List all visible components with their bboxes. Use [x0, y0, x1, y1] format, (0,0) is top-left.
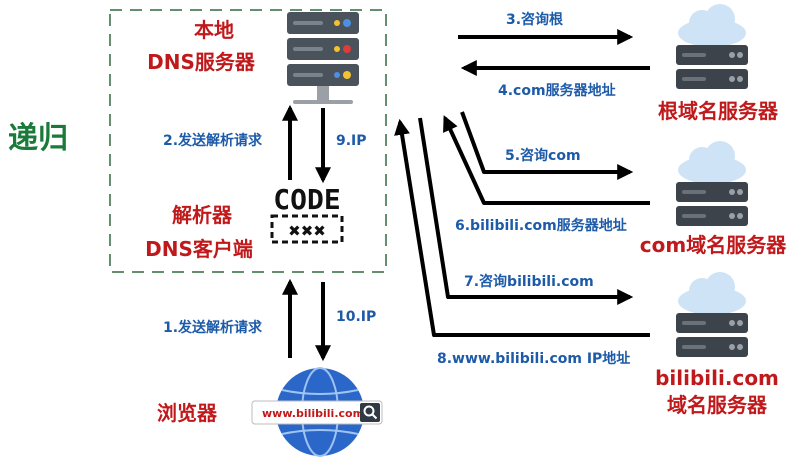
root-server-label: 根域名服务器 [658, 99, 778, 123]
step-3-label: 3.咨询根 [506, 12, 564, 28]
search-icon[interactable] [360, 403, 380, 422]
arrow-step7 [418, 117, 634, 305]
arrow-step8 [394, 118, 650, 337]
step-5-label: 5.咨询com [505, 148, 581, 164]
code-label: CODE [273, 183, 340, 216]
step-6-label: 6.bilibili.com服务器地址 [455, 218, 627, 234]
bili-cloud-icon [678, 272, 746, 315]
resolver-label-line1: 解析器 [172, 203, 232, 227]
browser-label: 浏览器 [157, 401, 217, 425]
step-7-label: 7.咨询bilibili.com [464, 274, 594, 290]
step-9-label: 9.IP [336, 133, 367, 149]
url-text: www.bilibili.com [262, 407, 364, 420]
url-search-bar[interactable] [251, 400, 383, 425]
root-server-icon [676, 45, 748, 89]
step-8-label: 8.www.bilibili.com IP地址 [437, 351, 631, 367]
recursion-boundary-box [109, 9, 387, 273]
com-cloud-icon [678, 141, 746, 184]
code-block-icon: CODE ✖✖✖ [270, 183, 344, 244]
arrow-step5 [460, 111, 634, 180]
code-mask: ✖✖✖ [288, 222, 326, 240]
bili-server-icon [676, 313, 748, 357]
step-2-label: 2.发送解析请求 [163, 133, 263, 149]
recursive-title: 递归 [8, 121, 68, 156]
root-cloud-icon [678, 4, 746, 47]
local-dns-server-icon [287, 12, 359, 104]
step-10-label: 10.IP [336, 309, 377, 325]
local-dns-label-line2: DNS服务器 [147, 50, 255, 74]
step-4-label: 4.com服务器地址 [498, 83, 616, 99]
com-server-icon [676, 182, 748, 226]
arrow-step6 [443, 115, 650, 205]
bili-server-label-line1: bilibili.com [655, 366, 779, 390]
com-server-label: com域名服务器 [639, 233, 787, 257]
step-1-label: 1.发送解析请求 [163, 320, 263, 336]
resolver-label-line2: DNS客户端 [145, 237, 253, 261]
local-dns-label-line1: 本地 [194, 18, 234, 42]
bili-server-label-line2: 域名服务器 [667, 393, 767, 417]
